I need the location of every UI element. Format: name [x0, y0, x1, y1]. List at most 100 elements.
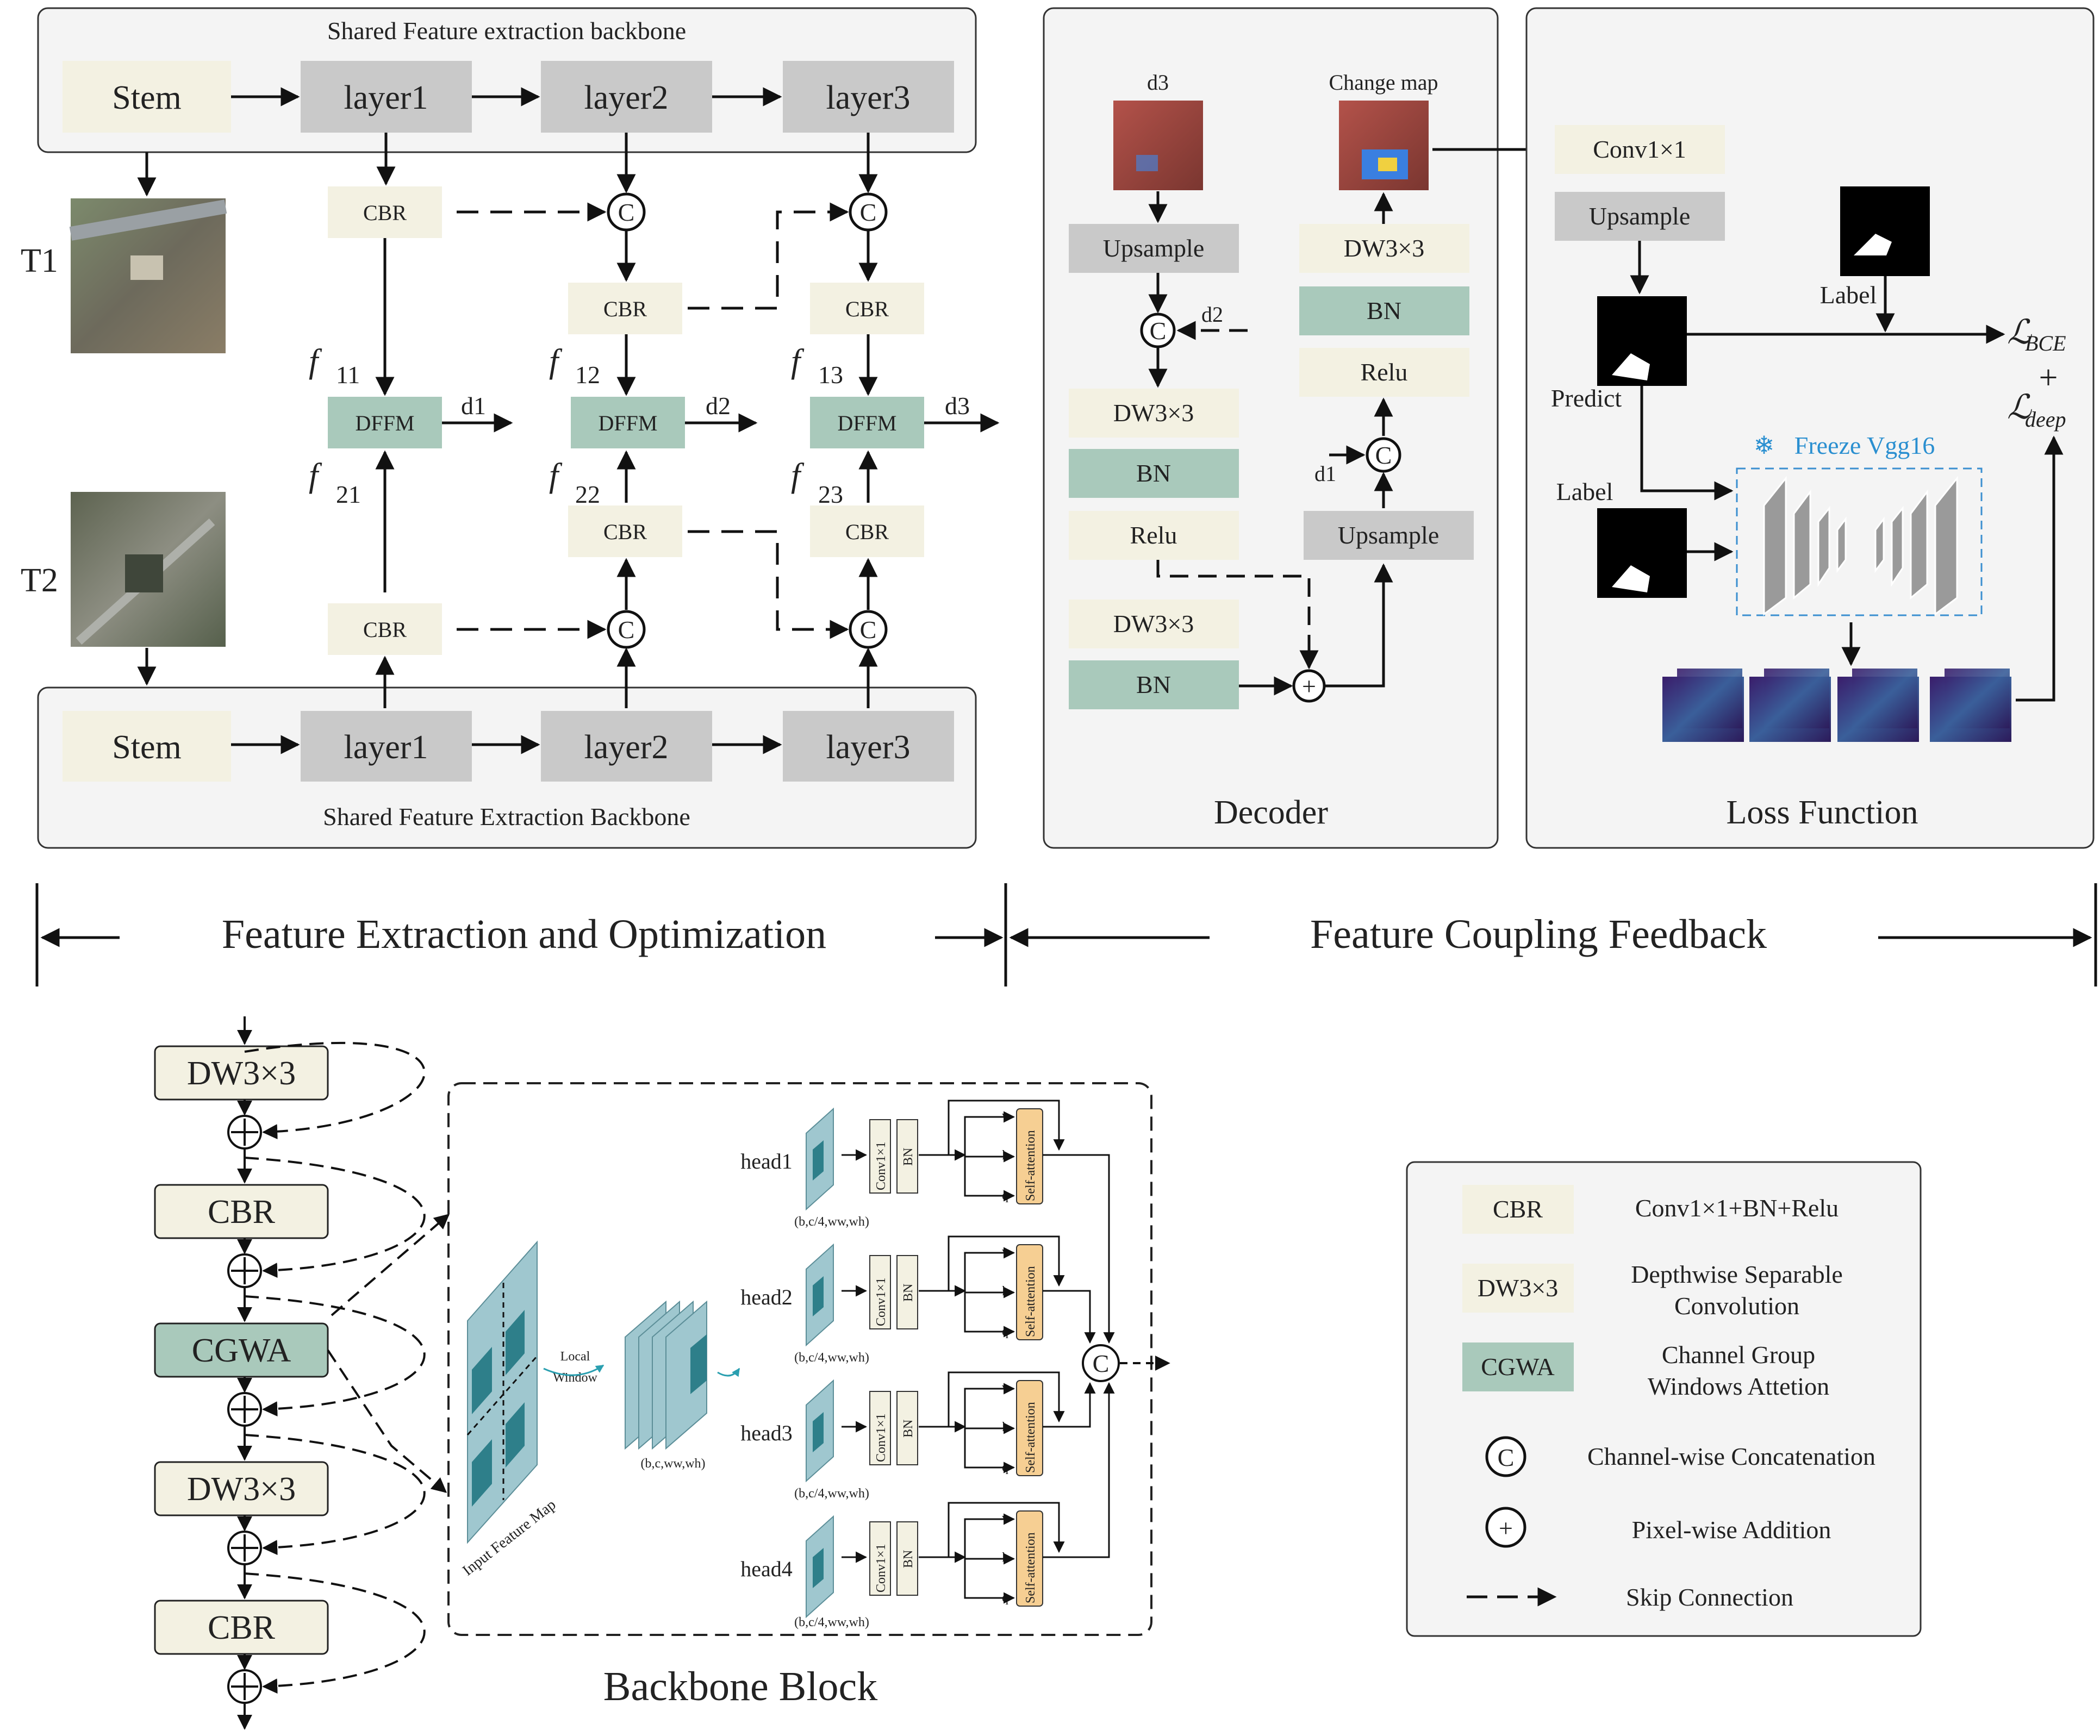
d3-label: d3 [945, 392, 970, 420]
head1-k: k [1002, 1148, 1008, 1163]
local-window-label-2: Window [553, 1371, 597, 1385]
backbone-top-title: Shared Feature extraction backbone [327, 17, 686, 45]
f21-sub: 21 [336, 480, 361, 508]
f23-sub: 23 [818, 480, 843, 508]
dec-right-dw: DW3×3 [1344, 234, 1425, 262]
f11-symbol: f [309, 343, 322, 380]
f21-symbol: f [309, 457, 322, 494]
window-stack [625, 1300, 707, 1450]
head-1: head1 (b,c/4,ww,wh) Conv1×1 BN Self-atte… [740, 1100, 1115, 1344]
head2-label: head2 [740, 1285, 793, 1309]
dffm-2: DFFM [599, 411, 658, 435]
legend-cbr-desc: Conv1×1+BN+Relu [1635, 1194, 1839, 1222]
head3-k: k [1002, 1420, 1008, 1434]
head4-bn: BN [901, 1550, 915, 1568]
concat-bottom-3: C [860, 616, 877, 644]
l-deep-sub: deep [2025, 407, 2066, 432]
head2-shape: (b,c/4,ww,wh) [794, 1351, 869, 1365]
f11-sub: 11 [336, 361, 360, 389]
loss-label-bottom: Label [1556, 478, 1613, 505]
d3-heatmap [1113, 101, 1203, 190]
loss-predict: Predict [1551, 384, 1622, 412]
f12-sub: 12 [575, 361, 600, 389]
snowflake-icon: ❄ [1754, 432, 1775, 459]
label-top-image [1840, 186, 1930, 276]
cbr-bottom-3: CBR [845, 520, 889, 544]
f23-symbol: f [791, 457, 805, 494]
head4-shape: (b,c/4,ww,wh) [794, 1615, 869, 1629]
dec-left-dw2: DW3×3 [1113, 610, 1194, 638]
change-map-label: Change map [1329, 70, 1438, 95]
legend-dw-desc-1: Depthwise Separable [1631, 1260, 1843, 1288]
local-window-label-1: Local [560, 1350, 590, 1364]
legend-cbr-key: CBR [1493, 1195, 1543, 1223]
cbr-bottom-1: CBR [363, 617, 407, 642]
dec-plus: + [1302, 672, 1316, 700]
layer1-bottom: layer1 [344, 729, 428, 766]
f12-symbol: f [549, 343, 563, 380]
cbr-top-2: CBR [603, 297, 647, 321]
head2-bn: BN [901, 1284, 915, 1302]
backbone-bottom: Stem layer1 layer2 layer3 Shared Feature… [37, 686, 977, 849]
window-shape-label: (b,c,ww,wh) [640, 1457, 705, 1471]
head2-attn: Self-attention [1024, 1266, 1038, 1337]
legend-dw-desc-2: Convolution [1674, 1292, 1799, 1320]
freeze-vgg-label: Freeze Vgg16 [1794, 432, 1935, 459]
input-t1: T1 [21, 152, 227, 353]
concat-top-2: C [618, 198, 635, 226]
backbone-bottom-title: Shared Feature Extraction Backbone [323, 803, 690, 830]
input-t2: T2 [21, 492, 226, 686]
input-feature-map [466, 1240, 538, 1544]
t1-label: T1 [21, 242, 58, 279]
head3-conv: Conv1×1 [874, 1413, 888, 1462]
cbr-top-1: CBR [363, 201, 407, 225]
dec-d2-label: d2 [1201, 302, 1223, 327]
loss-plus: + [2039, 359, 2058, 396]
vgg-network-icon [1763, 476, 1958, 616]
d2-label: d2 [706, 392, 731, 420]
layer2-bottom: layer2 [584, 729, 669, 766]
section-divider [35, 883, 2097, 986]
stem-top: Stem [112, 79, 181, 116]
legend-cgwa-desc-1: Channel Group [1662, 1341, 1815, 1369]
head1-v: v [1002, 1109, 1008, 1123]
block-concat: C [1093, 1350, 1110, 1377]
cbr-top-3: CBR [845, 297, 889, 321]
section-left-title: Feature Extraction and Optimization [222, 911, 826, 957]
head1-label: head1 [740, 1149, 793, 1173]
head-3: head3 (b,c/4,ww,wh) Conv1×1 BN Self-atte… [740, 1371, 1096, 1501]
layer3-top: layer3 [826, 79, 911, 116]
stack-dw-1: DW3×3 [187, 1055, 296, 1092]
legend-dash-desc: Skip Connection [1626, 1583, 1793, 1611]
head2-k: k [1002, 1284, 1008, 1298]
fusion-area: CBR CBR CBR CBR CBR CBR DFFM DFFM DFFM C… [309, 133, 1000, 708]
loss-conv: Conv1×1 [1593, 135, 1686, 163]
legend-plus-key: + [1499, 1514, 1513, 1542]
head4-k: k [1002, 1551, 1008, 1565]
concat-top-3: C [860, 198, 877, 226]
dffm-1: DFFM [356, 411, 415, 435]
l-bce-symbol: ℒ [2007, 314, 2032, 351]
legend-cgwa-desc-2: Windows Attetion [1648, 1372, 1829, 1400]
backbone-block-title: Backbone Block [603, 1664, 877, 1709]
d1-label: d1 [461, 392, 486, 420]
dec-left-concat: C [1150, 317, 1167, 345]
dec-left-relu: Relu [1130, 521, 1177, 549]
head3-shape: (b,c/4,ww,wh) [794, 1487, 869, 1501]
head1-shape: (b,c/4,ww,wh) [794, 1215, 869, 1229]
head-4: head4 (b,c/4,ww,wh) Conv1×1 BN Self-atte… [740, 1382, 1115, 1629]
head3-v: v [1002, 1381, 1008, 1395]
layer3-bottom: layer3 [826, 729, 911, 766]
legend-cgwa-key: CGWA [1481, 1353, 1554, 1381]
head4-attn: Self-attention [1024, 1532, 1038, 1603]
legend-plus-desc: Pixel-wise Addition [1632, 1516, 1831, 1544]
f22-symbol: f [549, 457, 563, 494]
stack-dw-2: DW3×3 [187, 1471, 296, 1508]
dec-right-relu: Relu [1361, 358, 1408, 386]
dec-right-bn: BN [1367, 297, 1401, 324]
f13-symbol: f [791, 343, 805, 380]
f13-sub: 13 [818, 361, 843, 389]
head2-v: v [1002, 1245, 1008, 1259]
stack-cgwa: CGWA [192, 1332, 291, 1369]
layer2-top: layer2 [584, 79, 669, 116]
